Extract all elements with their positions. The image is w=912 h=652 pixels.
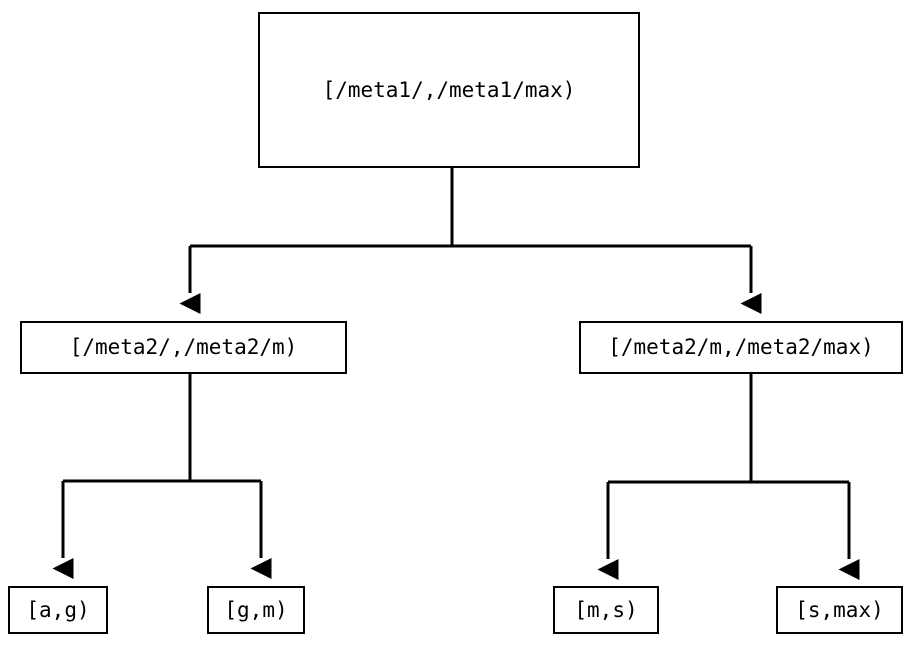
edge-mid-right-to-leaf-4	[751, 480, 860, 580]
edge-root-to-mid-left	[179, 168, 454, 314]
tree-node-root-label: [/meta1/,/meta1/max)	[322, 77, 576, 102]
tree-node-leaf-1[interactable]: [a,g)	[8, 586, 108, 634]
edge-mid-left-to-leaf-2	[190, 479, 272, 579]
edge-mid-left-to-leaf-1	[52, 374, 192, 579]
edge-mid-right-to-leaf-3	[597, 374, 753, 580]
tree-node-mid-right-label: [/meta2/m,/meta2/max)	[608, 335, 874, 359]
tree-node-root[interactable]: [/meta1/,/meta1/max)	[258, 12, 640, 168]
tree-node-leaf-3-label: [m,s)	[574, 597, 638, 622]
tree-node-mid-right[interactable]: [/meta2/m,/meta2/max)	[579, 321, 903, 374]
edge-root-to-mid-right	[452, 244, 762, 314]
tree-node-leaf-4-label: [s,max)	[795, 597, 884, 622]
tree-node-leaf-4[interactable]: [s,max)	[776, 586, 903, 634]
tree-node-mid-left-label: [/meta2/,/meta2/m)	[69, 335, 298, 359]
tree-node-mid-left[interactable]: [/meta2/,/meta2/m)	[20, 321, 347, 374]
tree-node-leaf-2[interactable]: [g,m)	[207, 586, 305, 634]
tree-node-leaf-3[interactable]: [m,s)	[553, 586, 659, 634]
tree-node-leaf-1-label: [a,g)	[26, 597, 90, 622]
tree-node-leaf-2-label: [g,m)	[224, 597, 288, 622]
